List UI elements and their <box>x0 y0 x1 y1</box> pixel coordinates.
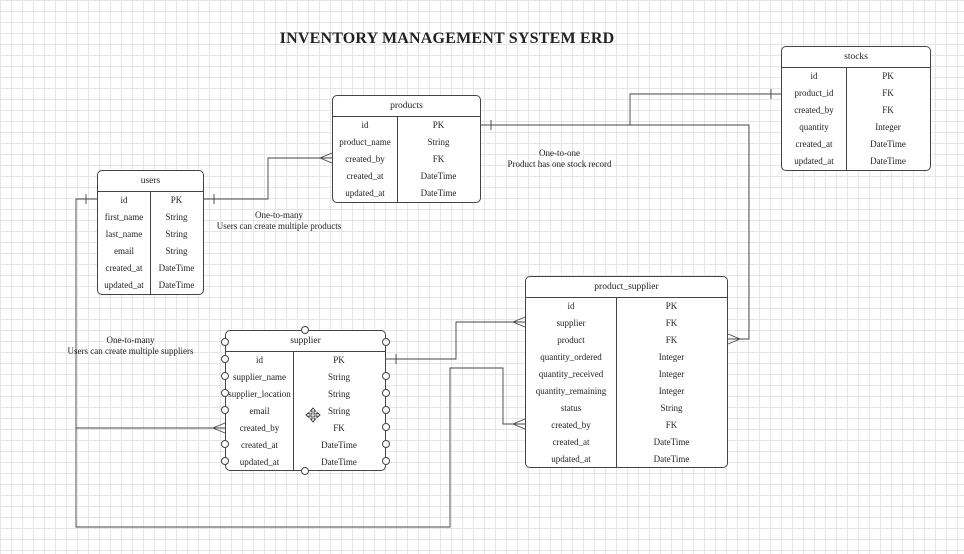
resize-handle-bottom[interactable] <box>301 467 309 475</box>
productsupplier-supplier-many-marker <box>512 316 526 328</box>
products-stocks-line <box>481 93 781 126</box>
products-productsupplier-line <box>481 124 750 340</box>
resize-handle-left[interactable] <box>221 440 229 448</box>
entity-title: product_supplier <box>526 277 727 298</box>
resize-handle-right[interactable] <box>382 423 390 431</box>
resize-handle-left[interactable] <box>221 406 229 414</box>
resize-handle-left[interactable] <box>221 389 229 397</box>
productsupplier-product-many-marker <box>727 333 741 345</box>
entity-title: products <box>333 96 480 117</box>
resize-handle-right[interactable] <box>382 440 390 448</box>
diagram-title: INVENTORY MANAGEMENT SYSTEM ERD <box>279 30 615 47</box>
note-users-products: One-to-many Users can create multiple pr… <box>216 210 342 231</box>
entity-title: stocks <box>782 47 930 68</box>
resize-handle-right[interactable] <box>382 406 390 414</box>
entity-title: users <box>98 171 203 192</box>
resize-handle-left[interactable] <box>221 355 229 363</box>
resize-handle-left[interactable] <box>221 457 229 465</box>
users-productsupplier-line <box>75 198 525 528</box>
productsupplier-createdby-many-marker <box>512 418 526 430</box>
note-one-to-one: One-to-one Product has one stock record <box>507 148 612 169</box>
note-users-suppliers: One-to-many Users can create multiple su… <box>67 335 194 356</box>
resize-handle-right[interactable] <box>382 457 390 465</box>
supplier-createdby-many-marker <box>212 422 226 434</box>
resize-handle-right[interactable] <box>382 338 390 346</box>
resize-handle-top[interactable] <box>301 326 309 334</box>
move-cursor-icon <box>305 407 321 423</box>
products-many-marker <box>319 152 333 164</box>
resize-handle-left[interactable] <box>221 338 229 346</box>
supplier-productsupplier-line <box>386 321 525 360</box>
users-products-line <box>204 157 332 200</box>
resize-handle-right[interactable] <box>382 372 390 380</box>
resize-handle-right[interactable] <box>382 389 390 397</box>
resize-handle-left[interactable] <box>221 372 229 380</box>
entity-title: supplier <box>226 331 385 352</box>
